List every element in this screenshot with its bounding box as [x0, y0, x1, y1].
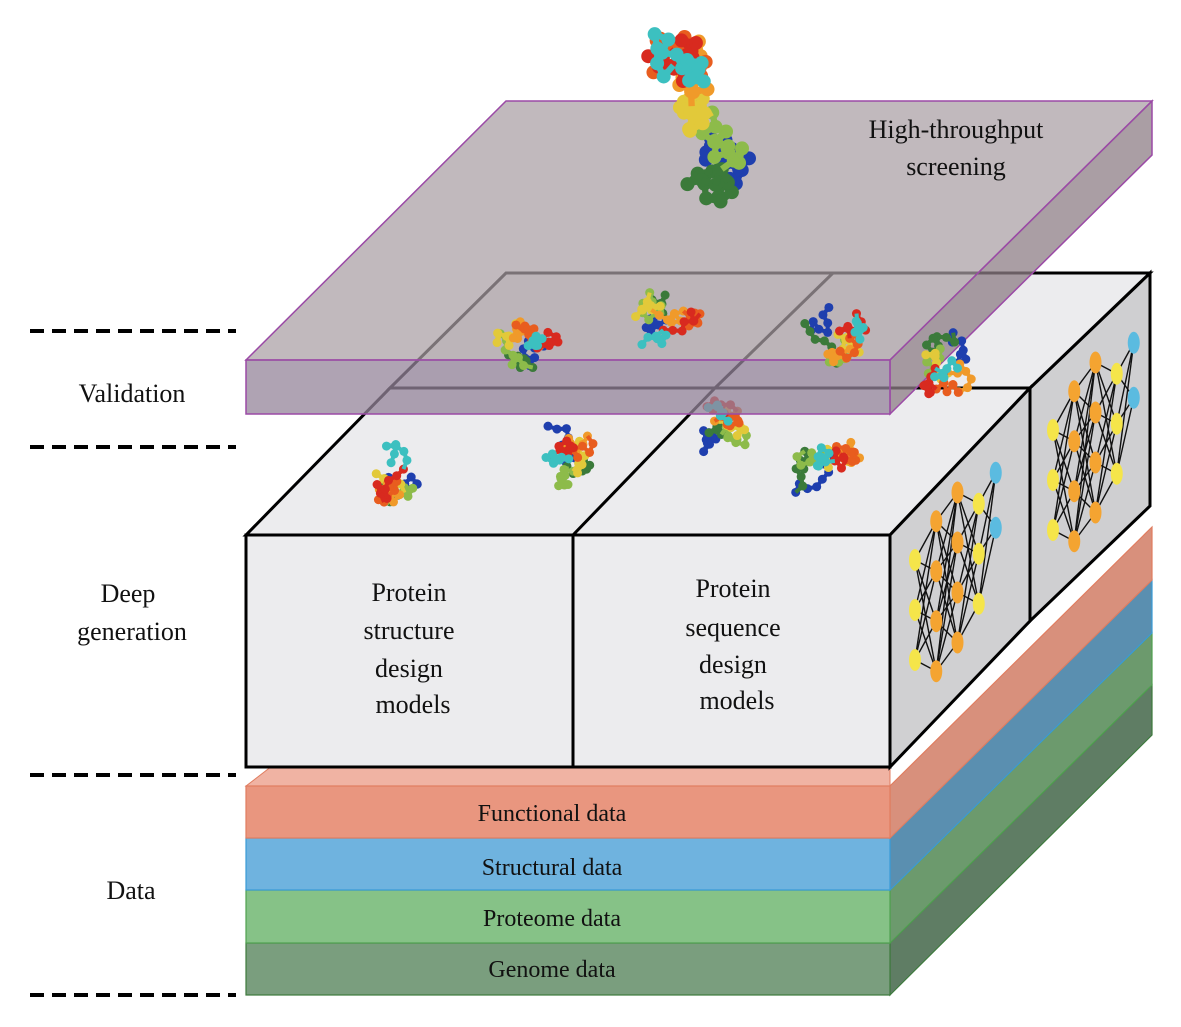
protein-ball-stick-icon — [641, 27, 756, 209]
neural-network-icon — [909, 461, 1002, 683]
sequence-label-line1: Protein — [695, 574, 770, 603]
structure-model-label: Protein structure design models — [364, 578, 455, 719]
structure-label-line3: design — [375, 654, 443, 683]
sequence-label-line2: sequence — [685, 613, 780, 642]
validation-label: Validation — [79, 379, 186, 408]
neural-network-icon — [1047, 331, 1140, 553]
data-layer-structural: Structural data — [245, 578, 1153, 892]
sequence-label-line3: design — [699, 650, 767, 679]
data-layer-genome: Genome data — [245, 683, 1153, 997]
structural-data-label: Structural data — [482, 855, 623, 881]
sequence-model-label: Protein sequence design models — [685, 574, 780, 715]
deep-generation-label-line1: Deep — [101, 579, 156, 608]
protein-ball-stick-icon — [492, 288, 976, 399]
data-layer-functional: Functional data — [244, 525, 1153, 840]
sequence-model-box — [571, 533, 892, 769]
structure-label-line4: models — [375, 690, 450, 719]
data-layer-proteome: Proteome data — [245, 631, 1153, 945]
structure-label-line2: structure — [364, 616, 455, 645]
validation-plate: High-throughput screening — [244, 99, 1154, 416]
screening-label-line1: High-throughput — [869, 115, 1045, 144]
deep-generation-label-line2: generation — [77, 617, 187, 646]
sequence-label-line4: models — [699, 686, 774, 715]
data-label: Data — [106, 876, 156, 905]
genome-data-label: Genome data — [488, 957, 616, 983]
proteome-data-label: Proteome data — [483, 906, 621, 932]
structure-label-line1: Protein — [371, 578, 446, 607]
screening-label-line2: screening — [906, 152, 1006, 181]
functional-data-label: Functional data — [478, 801, 627, 827]
separator-lines — [30, 329, 236, 997]
structure-model-box — [244, 533, 575, 769]
